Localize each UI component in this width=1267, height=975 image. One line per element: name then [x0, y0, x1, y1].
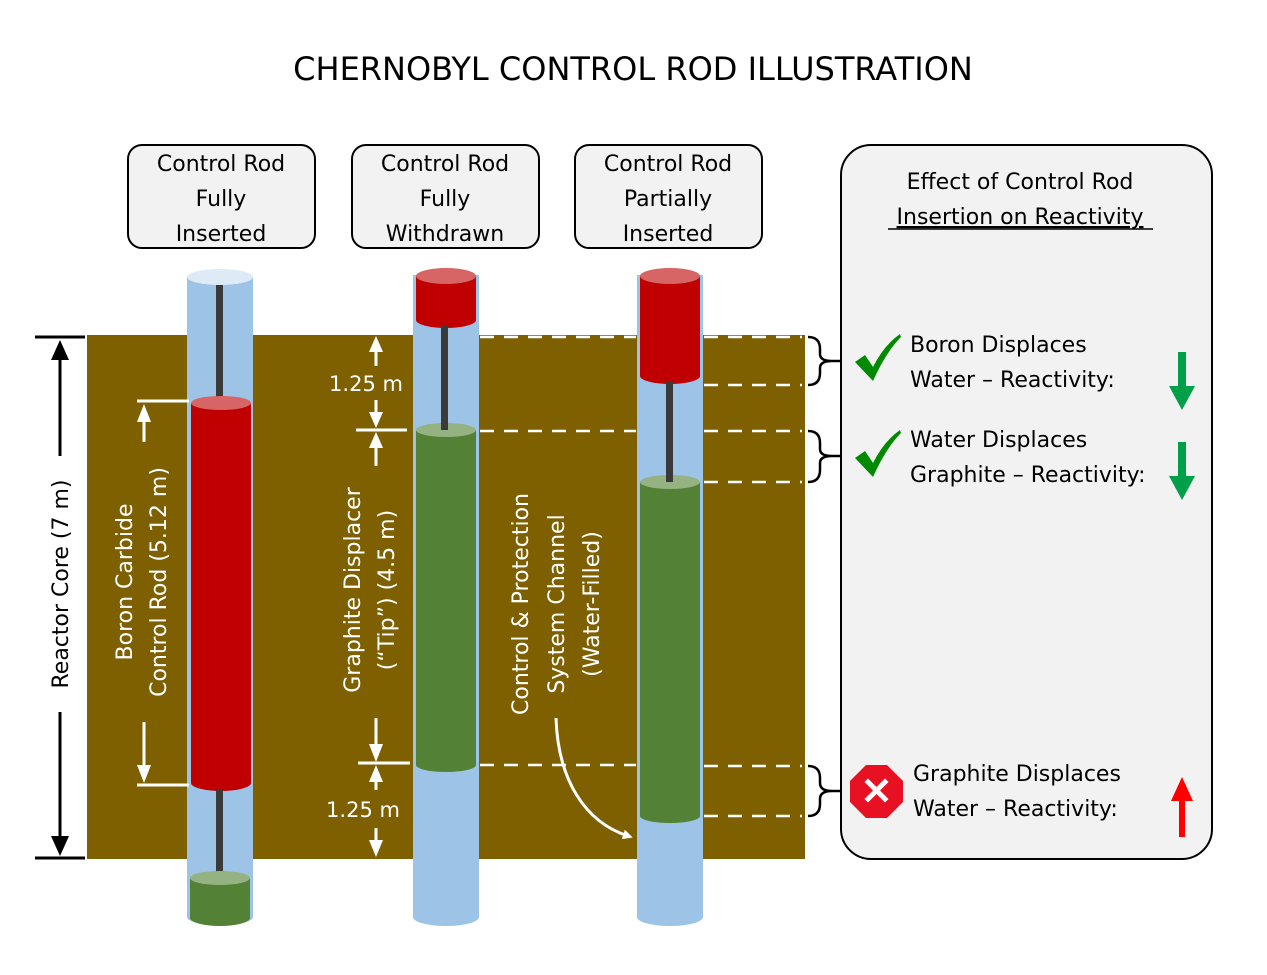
boron-rod-label-line2: Control Rod (5.12 m)	[147, 467, 172, 697]
rod-shaft	[216, 285, 223, 405]
channel-label-line2: System Channel	[545, 514, 570, 693]
diagram-title: CHERNOBYL CONTROL ROD ILLUSTRATION	[293, 50, 973, 88]
effect-item-boron-displaces-water: Boron Displaces Water – Reactivity:	[855, 333, 1195, 410]
text-label: Withdrawn	[386, 222, 504, 247]
column-header-fully-withdrawn: Control Rod Fully Withdrawn	[351, 144, 540, 249]
gap-dimension-top: 1.25 m	[329, 336, 407, 466]
text-label: Partially	[624, 187, 712, 212]
graphite-label-line2: (“Tip”) (4.5 m)	[375, 510, 400, 670]
arrow-down-icon	[369, 412, 383, 428]
checkmark-icon	[855, 430, 901, 477]
boron-rod-dimension: Boron Carbide Control Rod (5.12 m)	[113, 399, 189, 787]
text-label: Boron Displaces	[910, 333, 1087, 358]
gap-bottom-label: 1.25 m	[326, 798, 400, 822]
column-header-partially-inserted: Control Rod Partially Inserted	[574, 144, 763, 249]
channel-label-line3: (Water-Filled)	[580, 531, 605, 677]
arrow-down-icon	[369, 744, 383, 762]
arrow-down-icon	[369, 840, 383, 857]
gap-dimension-bottom: 1.25 m	[326, 718, 410, 857]
rod-assembly-partially-inserted	[637, 268, 703, 926]
text-label: Water Displaces	[910, 428, 1087, 453]
effect-item-graphite-displaces-water: Graphite Displaces Water – Reactivity:	[850, 762, 1193, 837]
text-label: Control Rod	[604, 152, 732, 177]
dashed-guides	[480, 335, 802, 818]
panel-title-line1: Effect of Control Rod	[907, 170, 1134, 195]
channel-label: Control & Protection System Channel (Wat…	[509, 493, 633, 840]
effects-panel: Effect of Control Rod Insertion on React…	[840, 144, 1213, 860]
arrow-down-icon	[1169, 352, 1195, 410]
text-label: Inserted	[176, 222, 267, 247]
text-label: Inserted	[623, 222, 714, 247]
arrow-down-icon	[51, 836, 69, 856]
boron-rod	[640, 276, 700, 376]
rod-assembly-fully-inserted	[187, 269, 253, 926]
panel-title-line2: Insertion on Reactivity	[897, 205, 1144, 230]
boron-rod-label-line1: Boron Carbide	[113, 504, 138, 661]
text-label: Fully	[420, 187, 471, 212]
reactor-core-dimension: Reactor Core (7 m)	[35, 335, 85, 860]
arrow-up-icon	[369, 336, 383, 352]
text-label: Graphite Displaces	[913, 762, 1121, 787]
arrow-up-icon	[137, 404, 151, 422]
text-label: Graphite – Reactivity:	[910, 463, 1145, 488]
graphite-label-line1: Graphite Displacer	[341, 486, 366, 692]
boron-rod	[191, 403, 251, 783]
effect-item-water-displaces-graphite: Water Displaces Graphite – Reactivity:	[855, 428, 1195, 500]
arrow-up-icon	[369, 432, 383, 448]
arrow-down-icon	[1169, 442, 1195, 500]
arrow-down-icon	[137, 765, 151, 783]
rod-shaft	[216, 790, 223, 880]
graphite-dimension-label: Graphite Displacer (“Tip”) (4.5 m)	[341, 486, 400, 692]
text-label: Fully	[196, 187, 247, 212]
checkmark-icon	[855, 334, 901, 381]
stop-x-icon	[850, 765, 903, 818]
channel-label-line1: Control & Protection	[509, 493, 534, 715]
arrow-up-icon	[1171, 777, 1193, 837]
column-header-fully-inserted: Control Rod Fully Inserted	[127, 144, 316, 249]
rod-assembly-fully-withdrawn	[413, 268, 479, 926]
graphite-displacer	[640, 482, 700, 816]
brace-icon	[807, 335, 833, 387]
reactor-core-label: Reactor Core (7 m)	[49, 479, 74, 688]
arrow-up-icon	[51, 340, 69, 360]
braces	[807, 335, 842, 818]
arrow-up-icon	[369, 765, 383, 782]
text-label: Control Rod	[157, 152, 285, 177]
text-label: Water – Reactivity:	[910, 368, 1115, 393]
text-label: Water – Reactivity:	[913, 797, 1118, 822]
text-label: Control Rod	[381, 152, 509, 177]
brace-icon	[807, 429, 833, 484]
pointer-arrow-icon	[554, 717, 633, 840]
brace-icon	[807, 764, 833, 818]
graphite-displacer	[416, 430, 476, 765]
gap-top-label: 1.25 m	[329, 372, 403, 396]
